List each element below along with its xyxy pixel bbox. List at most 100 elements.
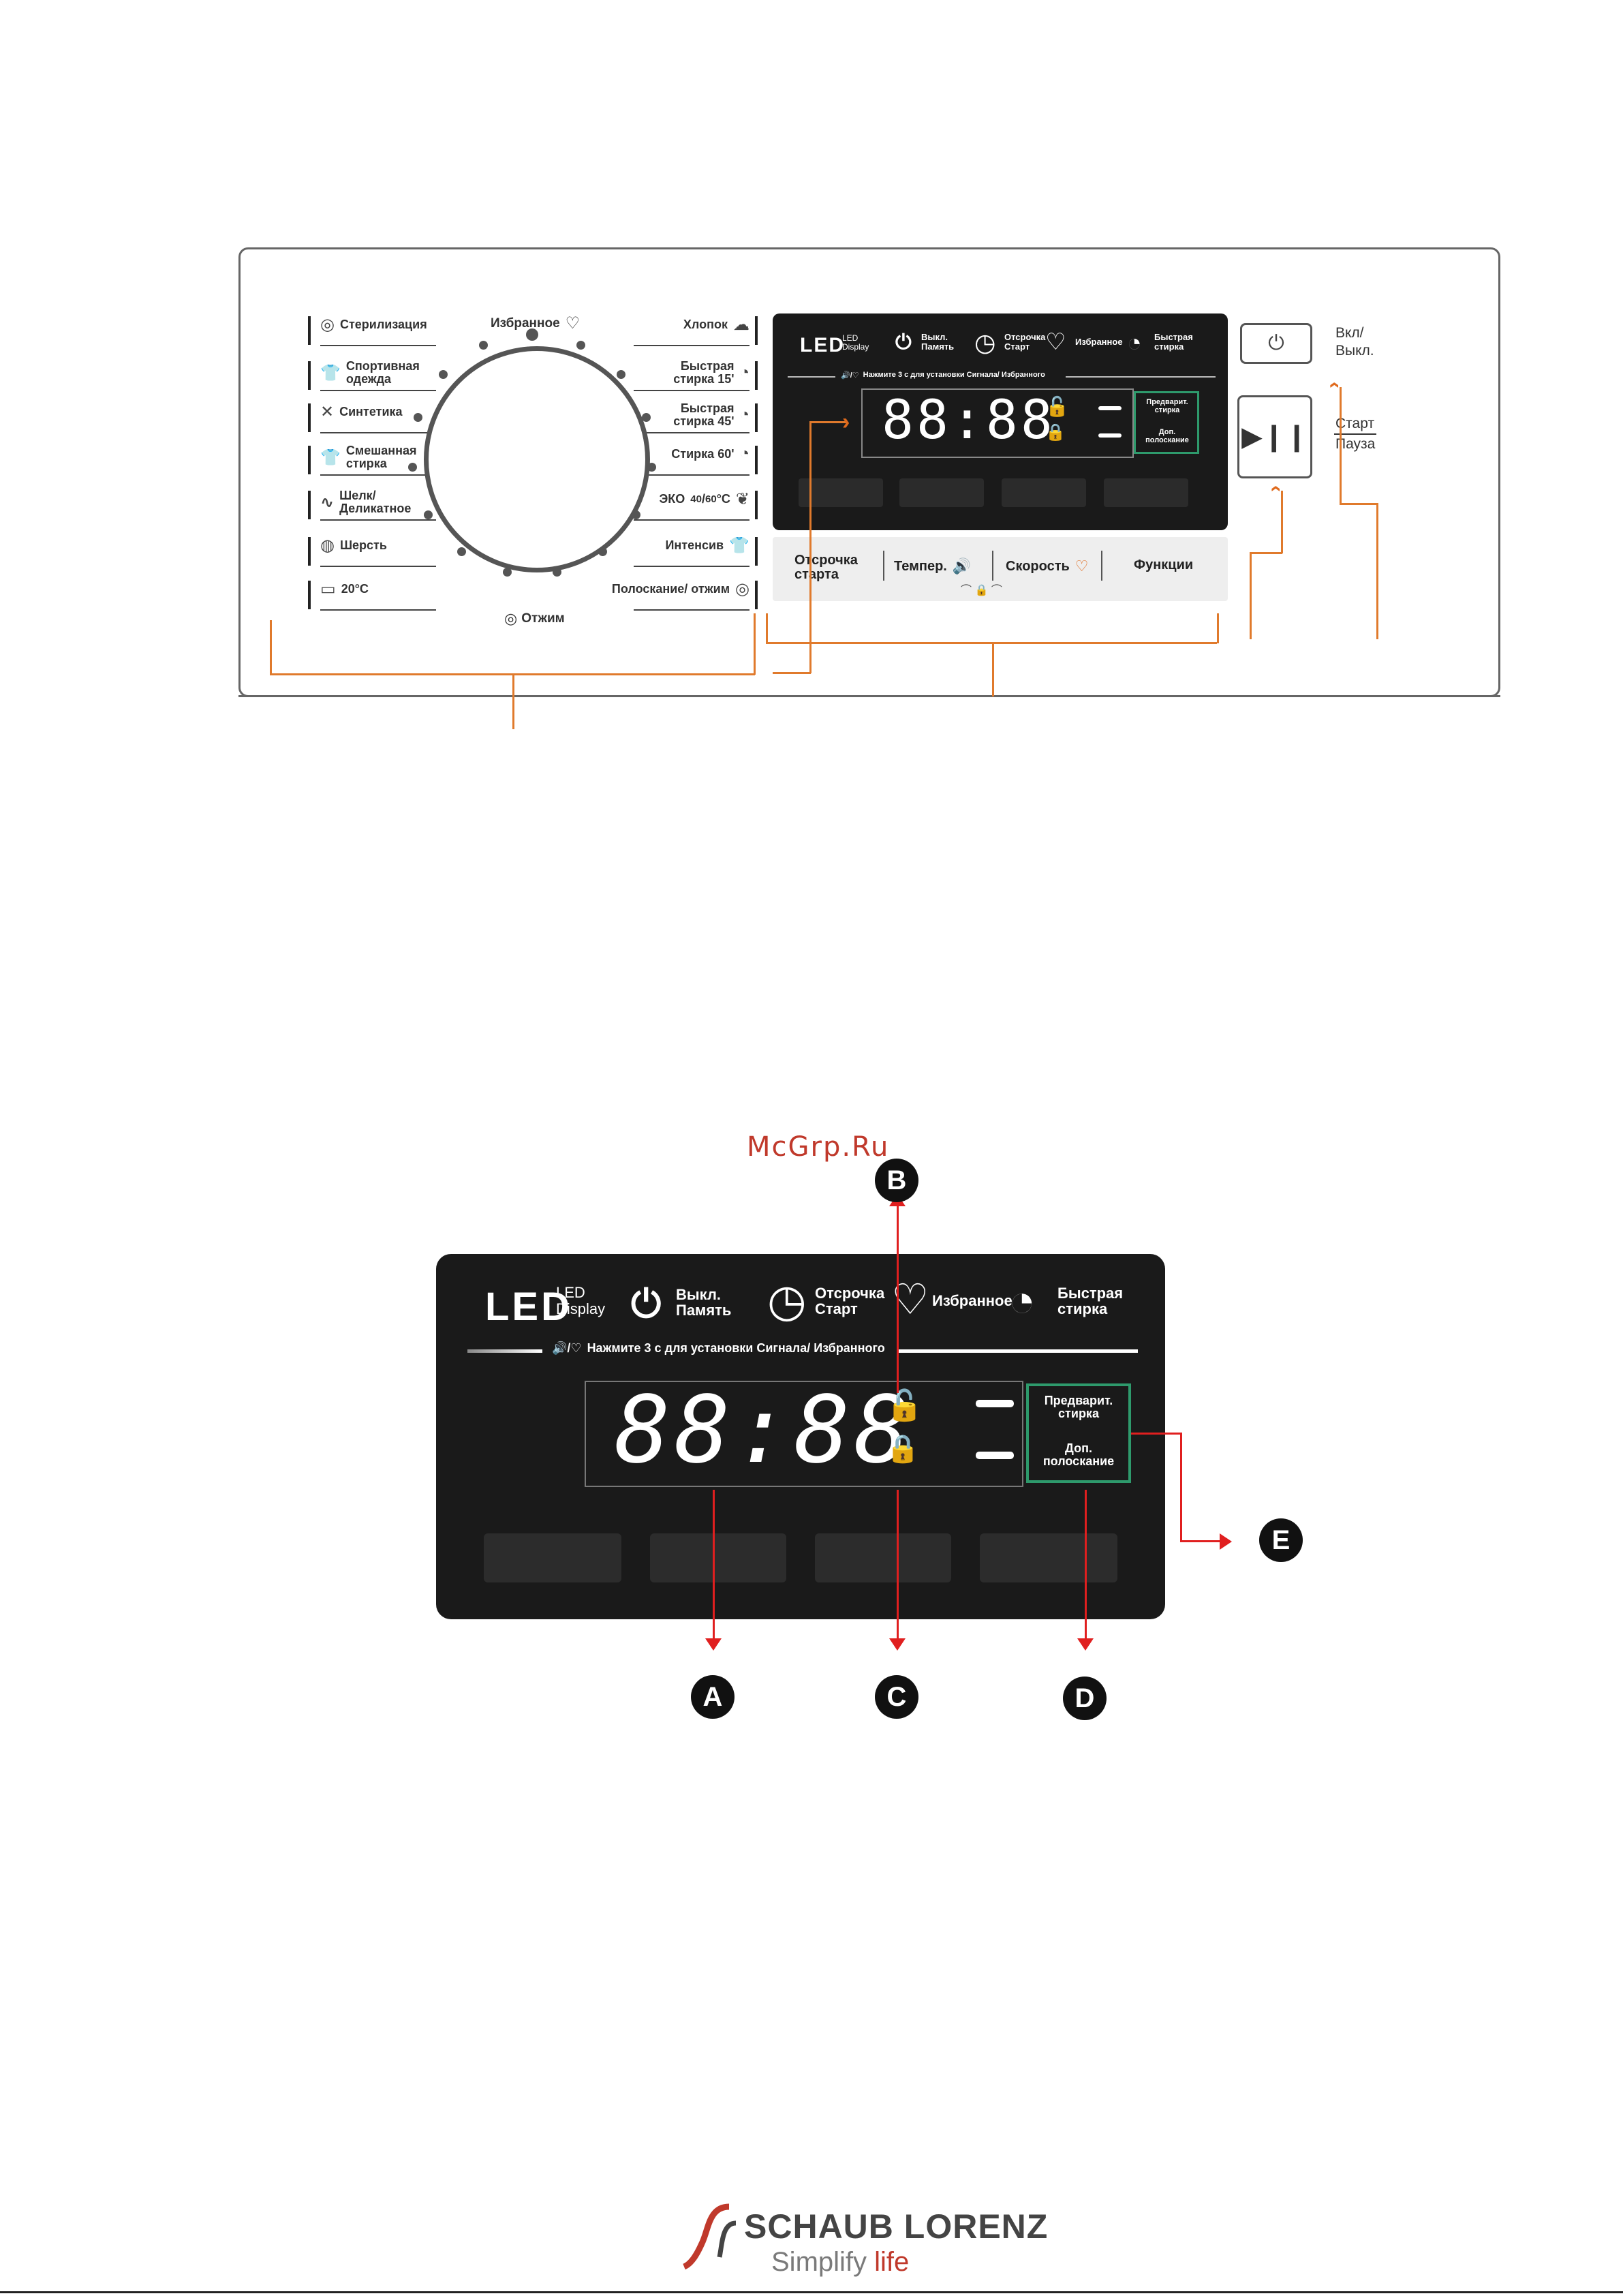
mini-quick-wash: Быстрая стирка [1154,332,1193,352]
program-right-tick [755,581,762,609]
program-right-underline [634,345,749,346]
bracket-mid-end [1217,613,1219,643]
bracket-left-end [754,613,756,675]
program-right-underline [634,566,749,567]
program-right-item[interactable]: Быстрая стирка 15'◔ [673,360,749,386]
arrow-start-horizontal [1250,552,1282,554]
favorite-label: Избранное [491,316,560,331]
callout-arrow-d-icon [1077,1638,1094,1651]
watermark: McGrp.Ru [747,1131,890,1163]
program-left-item[interactable]: ∿Шелк/ Деликатное [320,489,411,515]
program-left-label: Спортивная одежда [345,359,420,386]
program-left-item[interactable]: ◎Стерилизация [320,315,427,335]
favorite-label: Избранное [932,1292,1013,1309]
program-left-tick [308,316,315,345]
program-right-item[interactable]: Быстрая стирка 45'◔ [673,402,749,428]
callout-arrow-a-icon [705,1638,722,1651]
functions-button[interactable]: Функции [1134,557,1194,572]
callout-a: A [691,1675,735,1719]
program-left-item[interactable]: ◍Шерсть [320,536,387,555]
power-button[interactable]: ⏻ [1240,323,1312,364]
dial-bottom-label: ◎ Отжим [504,610,565,628]
door-lock-icon: 🔓 [886,1389,923,1422]
mini-led-logo: LED [800,334,845,356]
mini-power-icon: ⏻ [895,331,912,354]
program-dial[interactable] [424,346,650,572]
arrow-power-up [1340,387,1342,504]
callout-line-e-vertical [1180,1433,1182,1542]
brand-name: SCHAUB LORENZ [744,2207,1049,2246]
option-frame [1026,1383,1131,1483]
callout-arrow-c-icon [889,1638,906,1651]
start-pause-button[interactable]: ▶❙❙ [1237,395,1312,478]
dial-position-dot [631,510,640,519]
power-icon: ⏻ [1268,332,1284,354]
favorite-heart-icon: ♡ [1075,557,1089,575]
intensive-icon: 👕 [729,536,749,555]
program-right-tick [755,446,762,474]
dial-position-dot [457,547,467,556]
seven-segment-digits: 88:88 [615,1377,914,1484]
program-left-underline [320,519,436,521]
program-left-tick [308,403,315,432]
bracket-left-start [270,620,272,675]
program-left-label: Синтетика [339,405,403,418]
program-left-item[interactable]: 👕Смешанная стирка [320,444,417,470]
program-left-item[interactable]: ▭20°C [320,579,369,599]
dial-top-label: Избранное ♡ [491,313,580,333]
dial-position-dot [502,567,512,577]
dial-position-dot [598,547,607,556]
callout-line-e-bottom [1180,1540,1221,1542]
brand-logo-icon [681,2203,739,2271]
program-right-label: Полоскание/ отжим [611,582,730,596]
program-left-item[interactable]: 👕Спортивная одежда [320,360,420,386]
tagline-main: Simplify [771,2247,875,2277]
program-right-item[interactable]: Стирка 60' ◔ [671,444,749,463]
bracket-mid-bottom [766,642,1217,644]
mini-clock-icon: ◷ [974,328,996,356]
arrow-start-head-icon: › [1263,485,1286,492]
bracket-left-stem [512,675,514,729]
delay-start-button[interactable]: Отсрочка старта [794,553,858,582]
dial-position-dot [617,369,626,379]
mini-button-3 [1002,478,1086,507]
program-right-item[interactable]: Полоскание/ отжим◎ [612,579,749,599]
delay-start-label: Отсрочка Старт [815,1285,885,1317]
mini-child-lock-icon: 🔒 [1045,423,1066,442]
program-right-item[interactable]: Интенсив👕 [665,536,749,555]
callout-line-a [713,1490,715,1641]
callout-c: C [875,1675,918,1719]
off-memory-label: Выкл. Память [676,1286,732,1319]
arrow-display-horizontal [773,672,811,674]
program-right-tick [755,361,762,390]
program-right-underline [634,474,749,476]
tagline-accent: life [874,2247,910,2277]
program-right-underline [634,390,749,391]
arrow-display-head-line [809,421,848,423]
touch-divider-3 [1101,551,1102,581]
program-right-item[interactable]: Хлопок☁ [683,315,749,335]
program-right-label: Стирка 60' [671,446,735,461]
arrow-start-vertical [1250,552,1252,639]
mini-green-frame [1134,391,1199,454]
quick15-icon: ◔ [739,363,750,382]
temperature-button[interactable]: Темпер. 🔊 [894,557,971,575]
program-left-label: 20°C [341,582,369,596]
callout-d: D [1063,1677,1107,1720]
power-label: Вкл/ Выкл. [1335,325,1374,358]
eco-temp-high: 40 [690,493,702,505]
mini-button-2 [899,478,984,507]
speed-label: Скорость [1006,558,1070,574]
speed-button[interactable]: Скорость ♡ [1006,557,1089,575]
dial-position-dot [438,369,448,379]
program-right-tick [755,537,762,566]
eco-unit: °C [716,492,730,506]
footer-line [0,2291,1623,2293]
led-logo: LED [485,1285,572,1329]
program-left-label: Стерилизация [339,318,427,331]
program-right-label: Быстрая стирка 15' [673,359,735,386]
wash60-icon: ◔ [739,444,750,463]
hint-line-right [897,1349,1138,1353]
program-left-item[interactable]: ✕Синтетика [320,402,403,422]
